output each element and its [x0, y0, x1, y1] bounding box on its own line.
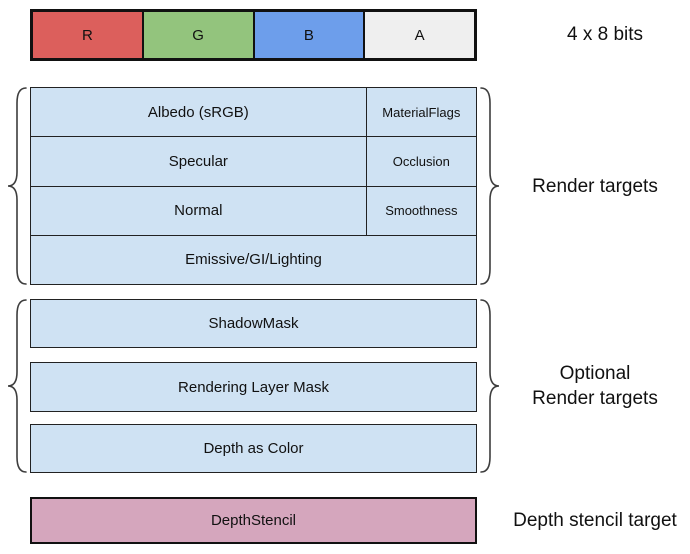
channel-label-a: A	[414, 26, 425, 44]
box-depthstencil: DepthStencil	[30, 497, 477, 544]
render-targets-label: Render targets	[532, 175, 658, 197]
table-row-emissive: Emissive/GI/Lighting	[31, 234, 476, 284]
left-curly-brace-optional-targets	[7, 299, 27, 473]
optional-render-targets-label: Optional Render targets	[500, 299, 690, 473]
cell-specular: Specular	[168, 152, 228, 170]
box-depth-as-color: Depth as Color	[30, 424, 477, 473]
channel-format-bar: R G B A	[30, 9, 477, 61]
box-rendering-layer-mask: Rendering Layer Mask	[30, 362, 477, 412]
cell-smoothness: Smoothness	[365, 186, 476, 235]
cell-occlusion: Occlusion	[365, 137, 476, 186]
channel-label-r: R	[81, 26, 93, 44]
left-curly-brace-render-targets	[7, 87, 27, 285]
channel-cell-r: R	[33, 12, 142, 58]
cell-normal: Normal	[174, 202, 223, 220]
box-shadowmask: ShadowMask	[30, 299, 477, 348]
right-curly-brace-render-targets	[480, 87, 500, 285]
depth-stencil-target-label: Depth stencil target	[513, 510, 677, 531]
optional-label-line1: Optional	[559, 363, 631, 384]
table-row-albedo: Albedo (sRGB) MaterialFlags	[31, 88, 476, 137]
render-targets-table: Albedo (sRGB) MaterialFlags Specular Occ…	[30, 87, 477, 285]
table-row-specular: Specular Occlusion	[31, 136, 476, 186]
cell-albedo: Albedo (sRGB)	[147, 103, 249, 121]
optional-label-line2: Render targets	[532, 388, 658, 409]
right-curly-brace-optional-targets	[480, 299, 500, 473]
channel-cell-g: G	[141, 12, 253, 58]
channel-cell-a: A	[363, 12, 474, 58]
cell-materialflags: MaterialFlags	[365, 88, 476, 137]
channel-cell-b: B	[252, 12, 364, 58]
table-row-normal: Normal Smoothness	[31, 185, 476, 235]
channel-label-b: B	[303, 26, 314, 44]
channel-label-g: G	[192, 26, 204, 44]
cell-emissive: Emissive/GI/Lighting	[185, 251, 322, 269]
bits-per-channel-label: 4 x 8 bits	[566, 24, 644, 45]
